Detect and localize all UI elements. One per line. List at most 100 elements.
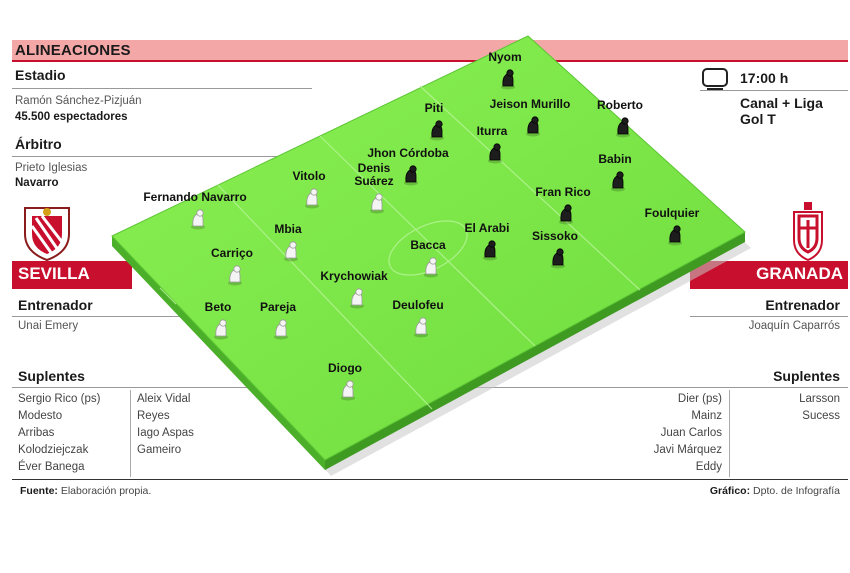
broadcast-channel-2: Gol T [740,111,776,127]
player-name: Carriço [210,246,254,260]
player-figure-icon [282,240,300,267]
tv-icon [702,68,728,91]
list-item: Sucess [802,410,840,422]
player-figure-icon [272,318,290,345]
player-name: Deulofeu [392,298,444,312]
list-item: Éver Banega [18,461,85,473]
player-figure-icon [549,247,567,274]
player-figure-icon [339,379,357,406]
away-subs-col2: Larsson Sucess [799,391,840,425]
list-item: Mainz [691,410,722,422]
footer-graphic: Gráfico: Dpto. de Infografía [710,485,840,497]
pitch-surface [111,35,746,461]
player-figure-icon [368,192,386,219]
stadium-name: Ramón Sánchez-Pizjuán [15,95,142,107]
stadium-attendance: 45.500 espectadores [15,111,128,123]
divider [729,390,730,477]
away-team-name: GRANADA [756,264,843,283]
list-item: Juan Carlos [660,427,722,439]
player-name: Jeison Murillo [489,97,571,111]
footer-source: Fuente: Elaboración propia. [20,485,151,497]
player-figure-icon [212,318,230,345]
divider [130,390,131,477]
broadcast-channel: Canal + Liga [740,95,823,111]
divider [12,88,312,89]
list-item: Iago Aspas [137,427,194,439]
player-figure-icon [189,208,207,235]
away-coach-label: Entrenador [765,297,840,313]
page-title: ALINEACIONES [15,42,131,59]
player-name: Vitolo [292,169,326,183]
home-subs-label: Suplentes [18,368,85,384]
referee-region: Navarro [15,177,59,189]
home-team-bar [12,261,132,289]
pitch-lines [159,85,641,410]
source-label: Fuente: [20,485,58,497]
list-item: Reyes [137,410,170,422]
player-name: Foulquier [644,206,700,220]
player-name: Fran Rico [535,185,591,199]
list-item: Eddy [695,461,722,473]
player-name: Krychowiak [320,269,388,283]
player-name: Beto [204,300,232,314]
list-item: Larsson [799,393,840,405]
player-figure-icon [422,256,440,283]
player-figure-icon [557,203,575,230]
home-team-name: SEVILLA [18,264,90,283]
away-coach: Joaquín Caparrós [748,320,840,332]
player-name: Diogo [328,361,362,375]
graphic-label: Gráfico: [709,485,751,497]
list-item: Dier (ps) [677,393,722,405]
pitch-edge [112,236,325,470]
broadcast-time: 17:00 h [740,70,789,86]
player-figure-icon [499,68,517,95]
player-figure-icon [348,287,366,314]
referee-label: Árbitro [15,136,62,152]
player-figure-icon [402,164,420,191]
player-name: Fernando Navarro [143,190,247,204]
away-subs-col1: Dier (ps) Mainz Juan Carlos Javi Márquez… [654,391,722,476]
divider [12,156,312,157]
player-name: Sissoko [531,229,579,243]
list-item: Kolodziejczak [18,444,89,456]
list-item: Modesto [18,410,63,422]
list-item: Gameiro [137,444,182,456]
away-subs-label: Suplentes [773,368,840,384]
list-item: Arribas [18,427,55,439]
player-name: Babin [598,152,632,166]
divider [690,316,848,317]
player-figure-icon [524,115,542,142]
list-item: Aleix Vidal [137,393,191,405]
divider [12,479,848,480]
graphic-text: Dpto. de Infografía [753,485,840,497]
player-figure-icon [226,264,244,291]
player-figure-icon [666,224,684,251]
player-figure-icon [428,119,446,146]
header-band [12,40,848,62]
player-name: Nyom [488,50,522,64]
granada-crest-icon [790,200,826,262]
player-figure-icon [486,142,504,169]
list-item: Javi Márquez [653,444,722,456]
player-figure-icon [481,239,499,266]
home-coach: Unai Emery [18,320,79,332]
player-name: El Arabi [464,221,510,235]
player-name: Denis Suárez [354,161,394,188]
pitch-edge [325,232,745,470]
player-name: Iturra [476,124,508,138]
player-name: Roberto [597,98,643,112]
stadium-label: Estadio [15,67,66,83]
player-name: Pareja [259,300,297,314]
player-name: Bacca [410,238,446,252]
player-figure-icon [614,116,632,143]
player-name: Piti [424,101,444,115]
player-name: Jhon Córdoba [367,146,449,160]
home-subs-col2: Aleix Vidal Reyes Iago Aspas Gameiro [137,391,194,459]
player-figure-icon [303,187,321,214]
player-name: Mbia [274,222,302,236]
player-figure-icon [412,316,430,343]
player-figure-icon [609,170,627,197]
home-coach-label: Entrenador [18,297,93,313]
sevilla-crest-icon [20,204,74,262]
divider [12,316,212,317]
